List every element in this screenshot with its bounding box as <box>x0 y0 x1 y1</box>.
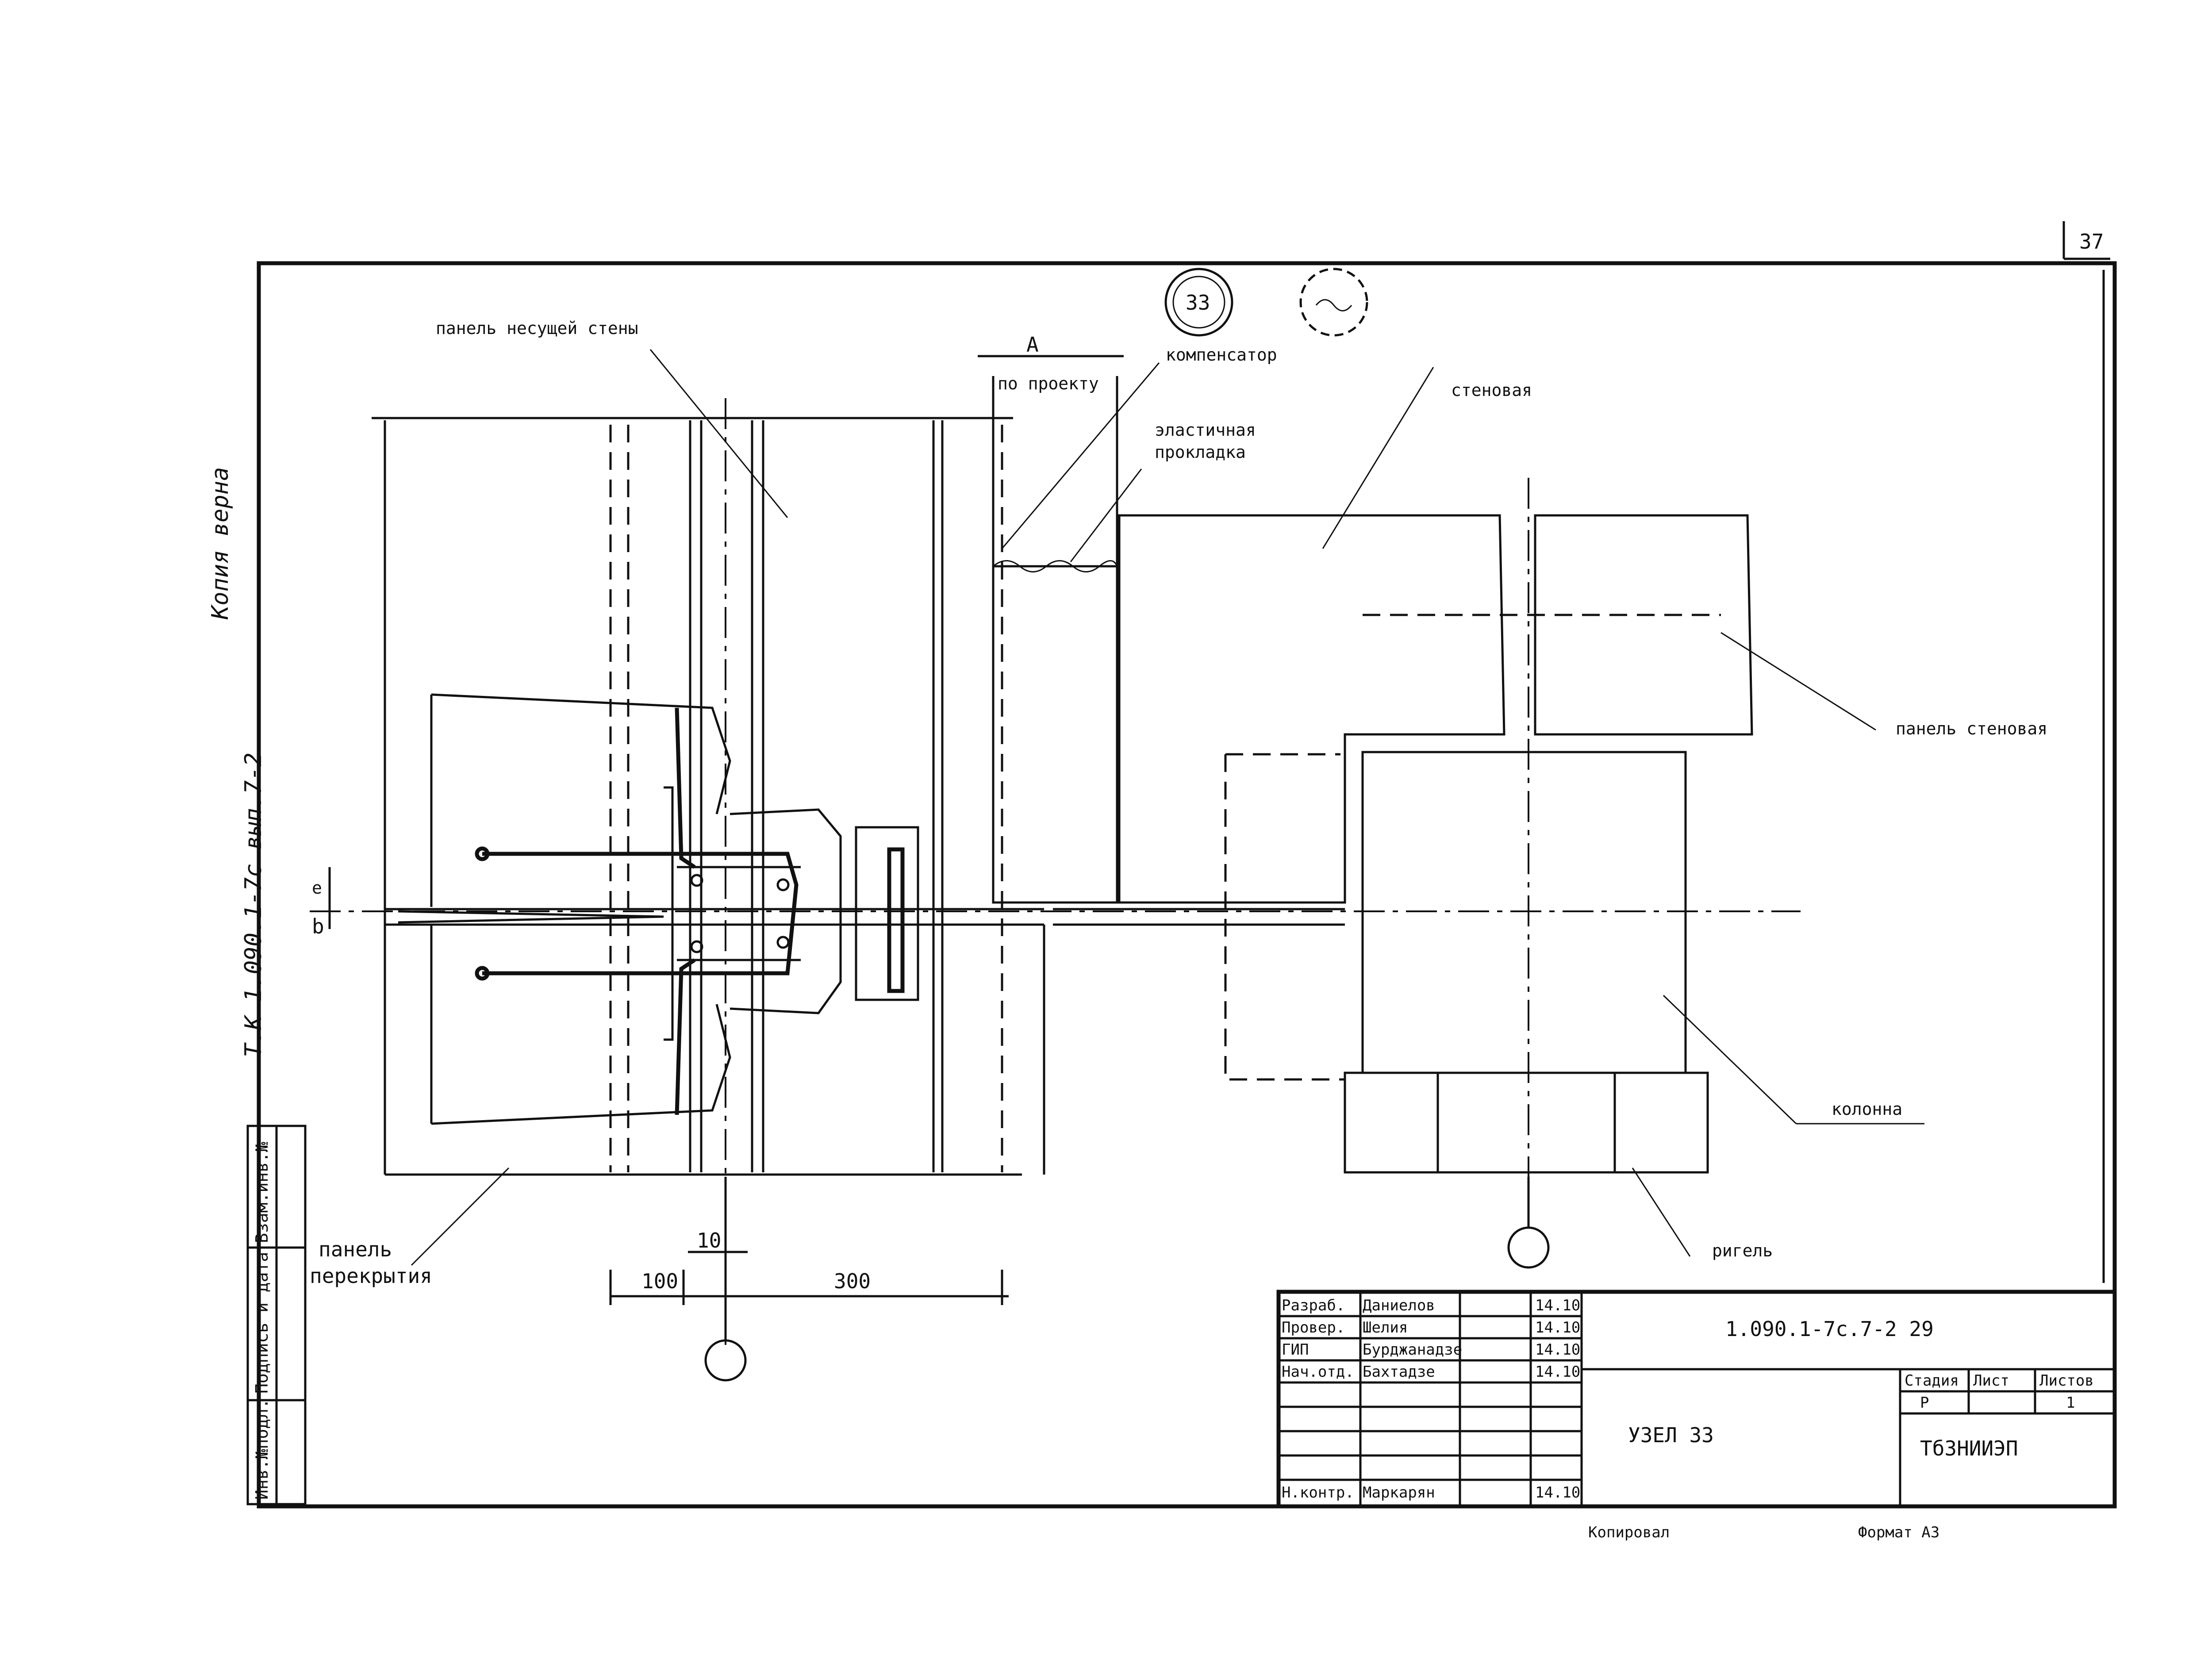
tb-col-sheets: Листов <box>2039 1372 2094 1390</box>
label-elastic-gasket-2: прокладка <box>1155 442 1246 462</box>
tb-title: УЗЕЛ 33 <box>1628 1423 1714 1447</box>
detail-marker: 33 <box>1164 268 1233 337</box>
wall-panel-right <box>1534 514 1753 736</box>
tb-role-3: ГИП <box>1282 1341 1309 1359</box>
label-elastic-gasket-1: эластичная <box>1155 420 1256 440</box>
label-wall-panel: панель стеновая <box>1896 719 2047 738</box>
dim-300: 300 <box>834 1269 871 1293</box>
tb-designation: 1.090.1-7с.7-2 29 <box>1725 1317 1934 1341</box>
tb-col-stage: Стадия <box>1905 1372 1959 1390</box>
embedded-steel-plate <box>385 808 1044 1014</box>
label-compensator: компенсатор <box>1166 345 1277 365</box>
floor-panel-section <box>372 417 1045 1176</box>
margin-cell-2: Подпись и дата <box>252 1252 272 1394</box>
axis-bubble-left <box>704 1177 747 1382</box>
detail-number: 33 <box>1186 291 1210 315</box>
dim-e: e <box>312 878 322 898</box>
sheet-frame <box>257 261 2117 1509</box>
dim-a: A <box>1026 333 1039 357</box>
leader-lines <box>411 349 1924 1266</box>
tb-sheets-value: 1 <box>2066 1394 2075 1412</box>
tb-col-sheet: Лист <box>1973 1372 2009 1390</box>
label-floor-panel-2: перекрытия <box>310 1264 432 1288</box>
tb-name-4: Бахтадзе <box>1363 1363 1435 1381</box>
tb-date-4: 14.10 <box>1535 1363 1580 1381</box>
tb-name-2: Шелия <box>1363 1319 1408 1336</box>
title-block: Разраб. Даниелов 14.10 Провер. Шелия 14.… <box>1276 1290 2117 1509</box>
wall-panel-left <box>1118 514 1505 904</box>
page-number-box: 37 <box>2062 221 2110 260</box>
compensator-block <box>992 376 1118 904</box>
tb-role-4: Нач.отд. <box>1282 1363 1354 1381</box>
tb-stage-value: Р <box>1920 1394 1929 1412</box>
margin-cell-3: Инв.№подл. <box>252 1398 272 1500</box>
tb-name-5: Маркарян <box>1363 1484 1435 1501</box>
tb-role-5: Н.контр. <box>1282 1484 1354 1501</box>
tb-role-1: Разраб. <box>1282 1297 1345 1314</box>
page-number: 37 <box>2079 230 2104 253</box>
axis-bubble-right <box>1507 1177 1550 1269</box>
footer-copied: Копировал <box>1588 1524 1670 1541</box>
footer-format: Формат А3 <box>1858 1524 1939 1541</box>
floor-slab-upper <box>430 693 731 907</box>
tb-organization: ТбЗНИИЭП <box>1920 1436 2018 1460</box>
tb-name-3: Бурджанадзе <box>1363 1341 1462 1359</box>
label-bearing-wall-panel: панель несущей стены <box>436 319 638 338</box>
dimension-bottom: 100 300 10 <box>609 1229 1009 1305</box>
margin-doc-ref: Т.К 1.090.1-7с вып.7-2 <box>240 753 267 1057</box>
reinforcement-bars <box>475 707 801 1115</box>
tb-date-1: 14.10 <box>1535 1297 1580 1314</box>
label-crossbar: ригель <box>1712 1241 1773 1260</box>
column-section <box>1361 478 1687 1221</box>
tb-role-2: Провер. <box>1282 1319 1345 1336</box>
label-per-project: по проекту <box>998 374 1099 393</box>
dim-100: 100 <box>641 1269 678 1293</box>
label-column: колонна <box>1832 1099 1902 1119</box>
margin-cell-1: Взам.инв.№ <box>252 1142 272 1243</box>
dimension-left: b e <box>312 867 331 938</box>
tb-date-5: 14.10 <box>1535 1484 1580 1501</box>
dim-b: b <box>312 914 324 938</box>
crossbar-section <box>1053 614 1721 1174</box>
label-floor-panel-1: панель <box>319 1237 392 1261</box>
floor-slab-lower <box>430 925 731 1125</box>
detail-stamp <box>1299 268 1368 337</box>
margin-stamp: Взам.инв.№ Подпись и дата Инв.№подл. <box>246 1125 307 1505</box>
dim-10: 10 <box>697 1229 721 1252</box>
tb-date-2: 14.10 <box>1535 1319 1580 1336</box>
margin-copied-by: Копия верна <box>207 467 234 620</box>
tb-name-1: Даниелов <box>1363 1297 1435 1314</box>
tb-date-3: 14.10 <box>1535 1341 1580 1359</box>
label-wall-top: стеновая <box>1451 380 1532 400</box>
dimension-top: A <box>978 333 1124 357</box>
